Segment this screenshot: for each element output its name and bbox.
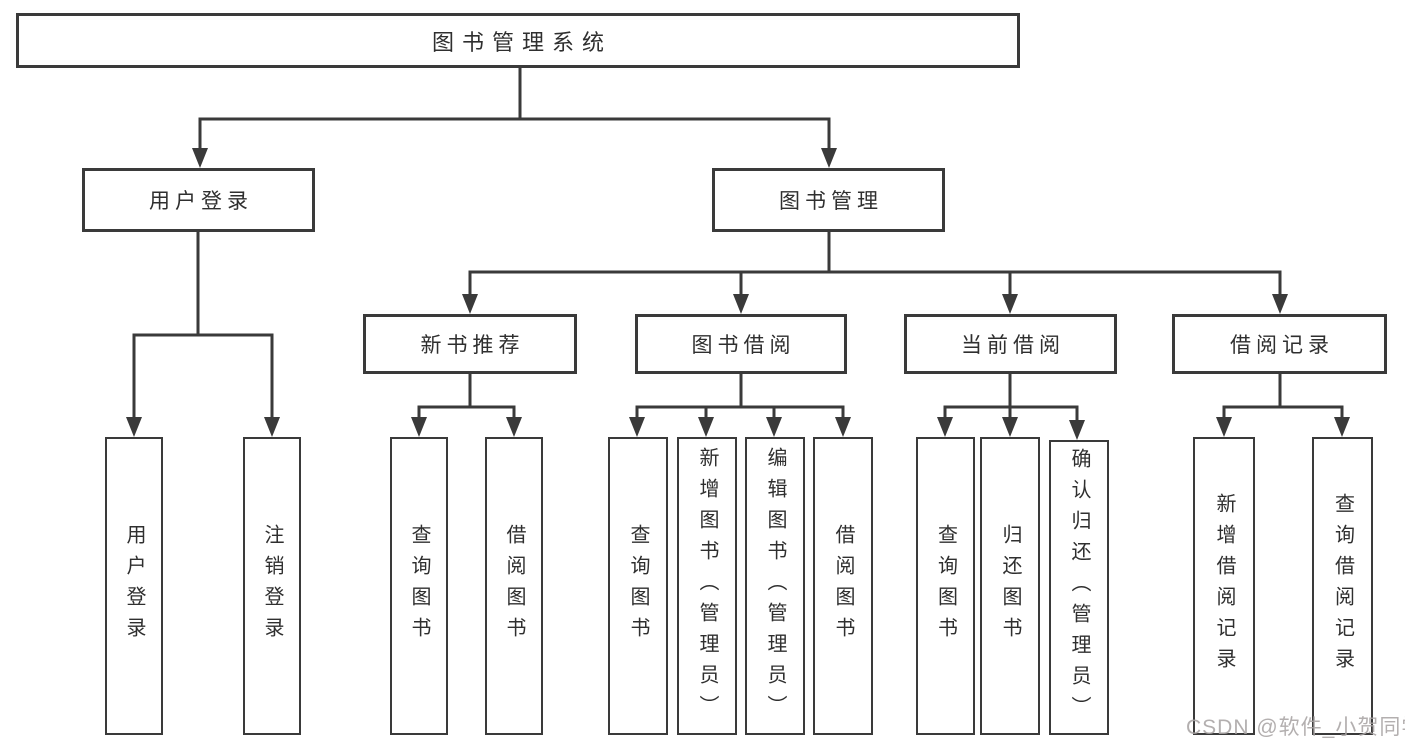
arrowhead-rcd-add (1216, 417, 1232, 437)
node-label: 查询图书 (408, 524, 430, 648)
arrowhead-book-borrowing (733, 294, 749, 314)
leaf-borrowing-add-books-admin: 新增图书（管理员） (677, 437, 737, 735)
node-borrowing-records: 借阅记录 (1172, 314, 1387, 374)
leaf-recommend-query-books: 查询图书 (390, 437, 448, 735)
arrowhead-login-leaf (126, 417, 142, 437)
node-new-book-recommendation: 新书推荐 (363, 314, 577, 374)
arrowhead-rcd-query (1334, 417, 1350, 437)
leaf-borrowing-edit-books-admin: 编辑图书（管理员） (745, 437, 805, 735)
leaf-current-return-books: 归还图书 (980, 437, 1040, 735)
connector-bor-elbow (635, 405, 845, 421)
csdn-watermark: CSDN @软件_小贺同学 (1186, 716, 1405, 739)
node-label: 新增图书（管理员） (696, 446, 718, 726)
node-label: 注销登录 (261, 524, 283, 648)
arrowhead-rec-query (411, 417, 427, 437)
arrowhead-cur-return (1002, 417, 1018, 437)
node-label: 用户登录 (149, 190, 253, 213)
leaf-current-query-books: 查询图书 (916, 437, 975, 735)
node-label: 图书借阅 (691, 334, 796, 357)
node-library-management-system: 图书管理系统 (16, 13, 1020, 68)
node-label: 查询图书 (627, 524, 649, 648)
connector-user-login-elbow (132, 333, 274, 421)
leaf-records-add-record: 新增借阅记录 (1193, 437, 1255, 735)
arrowhead-book-management (821, 148, 837, 168)
connector-level2-elbow (198, 117, 831, 152)
node-user-login: 用户登录 (82, 168, 315, 232)
node-label: 查询借阅记录 (1331, 493, 1354, 679)
node-label: 新书推荐 (420, 334, 525, 357)
node-label: 借阅记录 (1230, 334, 1334, 357)
node-label: 编辑图书（管理员） (764, 446, 786, 726)
arrowhead-rec-borrow (506, 417, 522, 437)
leaf-current-confirm-return-admin: 确认归还（管理员） (1049, 440, 1109, 735)
leaf-recommend-borrow-books: 借阅图书 (485, 437, 543, 735)
node-label: 查询图书 (934, 524, 957, 648)
node-label: 归还图书 (999, 524, 1021, 648)
arrowhead-cur-query (937, 417, 953, 437)
arrowhead-current-borrowing (1002, 294, 1018, 314)
node-current-borrowing: 当前借阅 (904, 314, 1117, 374)
arrowhead-cur-confirm (1069, 420, 1085, 440)
arrowhead-bor-edit (766, 417, 782, 437)
node-label: 当前借阅 (961, 334, 1065, 357)
connector-level3-elbow (468, 270, 1282, 298)
leaf-records-query-record: 查询借阅记录 (1312, 437, 1373, 735)
node-label: 图书管理 (779, 190, 883, 213)
node-label: 图书管理系统 (431, 29, 612, 55)
leaf-user-login-action: 用户登录 (105, 437, 163, 735)
arrowhead-bor-query (629, 417, 645, 437)
node-label: 新增借阅记录 (1213, 493, 1235, 679)
arrowhead-user-login (192, 148, 208, 168)
node-label: 用户登录 (123, 524, 145, 648)
node-book-borrowing: 图书借阅 (635, 314, 847, 374)
leaf-borrowing-borrow-books: 借阅图书 (813, 437, 873, 735)
node-label: 借阅图书 (832, 524, 854, 648)
node-label: 借阅图书 (503, 524, 525, 648)
connector-rcd-elbow (1222, 405, 1344, 421)
leaf-borrowing-query-books: 查询图书 (608, 437, 668, 735)
connector-rec-elbow (417, 405, 516, 421)
arrowhead-bor-add (698, 417, 714, 437)
arrowhead-bor-borrow (835, 417, 851, 437)
arrowhead-logout-leaf (264, 417, 280, 437)
arrowhead-new-book-rec (462, 294, 478, 314)
leaf-logout-action: 注销登录 (243, 437, 301, 735)
node-book-management: 图书管理 (712, 168, 945, 232)
arrowhead-borrowing-records (1272, 294, 1288, 314)
node-label: 确认归还（管理员） (1068, 448, 1090, 727)
